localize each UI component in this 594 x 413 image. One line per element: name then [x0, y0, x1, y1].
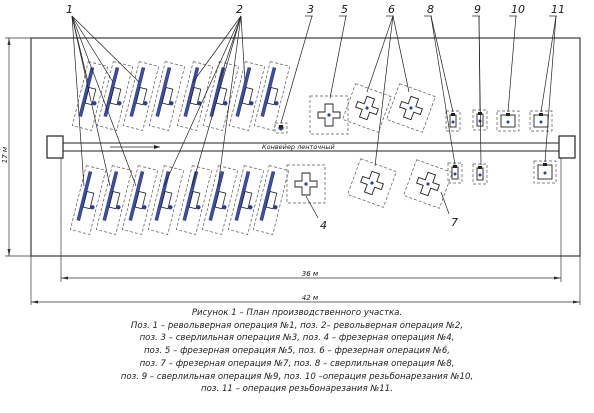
lathe-top-8 [253, 61, 291, 131]
lathe-bottom-3 [121, 165, 159, 235]
lathe-bottom-5 [175, 165, 213, 235]
callout-7: 7 [451, 216, 458, 229]
milling-station-7 [403, 159, 453, 209]
dimension-lines [5, 37, 581, 305]
callout-5: 5 [341, 3, 348, 16]
callout-8: 8 [427, 3, 434, 16]
caption-line: поз. 3 – сверлильная операция №3, поз. 4… [139, 333, 455, 344]
caption-title: Рисунок 1 – План производственного участ… [191, 308, 403, 318]
callout-6: 6 [388, 3, 395, 16]
callout-leaders [71, 15, 557, 219]
callout-1: 1 [66, 3, 73, 16]
milling-station-5 [309, 95, 349, 135]
drilling-station-8b [447, 162, 463, 184]
lathe-top-4 [148, 61, 186, 131]
lathe-bottom-1 [69, 165, 107, 235]
callout-2: 2 [236, 3, 243, 16]
callout-11: 11 [551, 3, 565, 16]
caption-line: Поз. 1 – револьверная операция №1, поз. … [130, 320, 464, 331]
conveyor-label: Конвейер ленточный [262, 143, 335, 151]
caption-line: поз. 7 – фрезерная операция №7, поз. 8 –… [139, 358, 455, 369]
lathe-top-2 [96, 61, 134, 131]
threading-station-10 [496, 110, 520, 132]
lathe-top-5 [176, 61, 214, 131]
callout-3: 3 [307, 3, 314, 16]
caption-line: поз. 5 – фрезерная операция №5, поз. 6 –… [143, 346, 451, 357]
milling-station-6b [386, 83, 436, 133]
dimension-height: 17 м [1, 146, 9, 163]
threading-station-11b [533, 160, 557, 184]
lathe-bottom-7 [227, 165, 265, 235]
drilling-station-9b [472, 163, 488, 185]
conveyor: Конвейер ленточный [46, 135, 576, 159]
lathe-bottom-4 [147, 165, 185, 235]
lathe-bottom-8 [252, 165, 290, 235]
callout-10: 10 [511, 3, 525, 16]
conveyor-end-left [46, 135, 64, 159]
callout-labels: 1 2 3 4 5 6 7 8 9 10 11 [66, 3, 565, 232]
dimension-outer-width: 42 м [302, 294, 319, 302]
floor-plan-drawing: Конвейер ленточный 1 2 3 4 5 6 7 8 9 10 … [1, 3, 581, 305]
lathe-top-3 [122, 61, 160, 131]
figure-caption: Рисунок 1 – План производственного участ… [0, 307, 594, 396]
callout-9: 9 [474, 3, 481, 16]
caption-line: поз. 11 – операция резьбонарезания №11. [201, 384, 393, 395]
milling-station-4 [286, 164, 326, 204]
dimension-inner-width: 36 м [302, 270, 319, 278]
lathe-bottom-6 [201, 165, 239, 235]
caption-line: поз. 9 – сверлильная операция №9, поз. 1… [120, 371, 474, 382]
lathe-bottom-2 [95, 165, 133, 235]
callout-4: 4 [320, 219, 327, 232]
milling-station-6c [347, 158, 397, 208]
lathe-top-7 [228, 61, 266, 131]
drilling-station-3 [274, 122, 288, 134]
conveyor-end-right [558, 135, 576, 159]
